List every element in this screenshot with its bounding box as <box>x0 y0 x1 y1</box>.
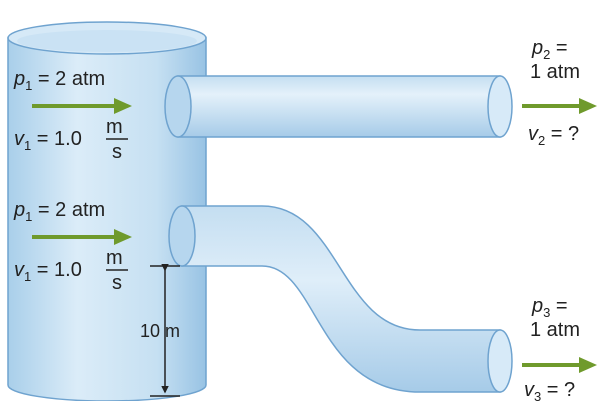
arrow-icon <box>32 229 132 245</box>
v1-mid-unit-num: m <box>106 247 123 269</box>
v1-top-unit-den: s <box>112 141 122 163</box>
p2-label: p2 = <box>531 37 568 62</box>
arrow-icon <box>522 357 597 373</box>
p1-top-label: p1 = 2 atm <box>13 68 105 93</box>
upper-pipe <box>164 75 513 138</box>
v1-top-unit-num: m <box>106 116 123 138</box>
flow-arrows <box>32 98 597 373</box>
p3-value: 1 atm <box>530 319 580 341</box>
v1-mid-unit-den: s <box>112 272 122 294</box>
height-label: 10 m <box>140 321 180 341</box>
lower-pipe-outlet <box>487 329 513 393</box>
p3-label: p3 = <box>531 295 568 320</box>
upper-pipe-outlet <box>487 75 513 138</box>
arrow-icon <box>522 98 597 114</box>
p2-value: 1 atm <box>530 61 580 83</box>
v1-top-label: v1 = 1.0 <box>14 128 82 153</box>
inlet-top-labels: p1 = 2 atm v1 = 1.0 m s <box>13 68 128 163</box>
p1-mid-label: p1 = 2 atm <box>13 199 105 224</box>
outlet-2-labels: p2 = 1 atm v2 = ? <box>528 37 580 148</box>
outlet-3-labels: p3 = 1 atm v3 = ? <box>524 295 580 401</box>
height-dimension: 10 m <box>140 264 180 397</box>
v3-label: v3 = ? <box>524 379 575 401</box>
lower-pipe <box>168 205 513 393</box>
v1-mid-label: v1 = 1.0 <box>14 259 82 284</box>
v2-label: v2 = ? <box>528 123 579 148</box>
upper-pipe-inlet <box>164 75 192 138</box>
arrow-icon <box>32 98 132 114</box>
tank <box>7 21 207 401</box>
inlet-mid-labels: p1 = 2 atm v1 = 1.0 m s <box>13 199 128 294</box>
lower-pipe-inlet <box>168 205 196 267</box>
